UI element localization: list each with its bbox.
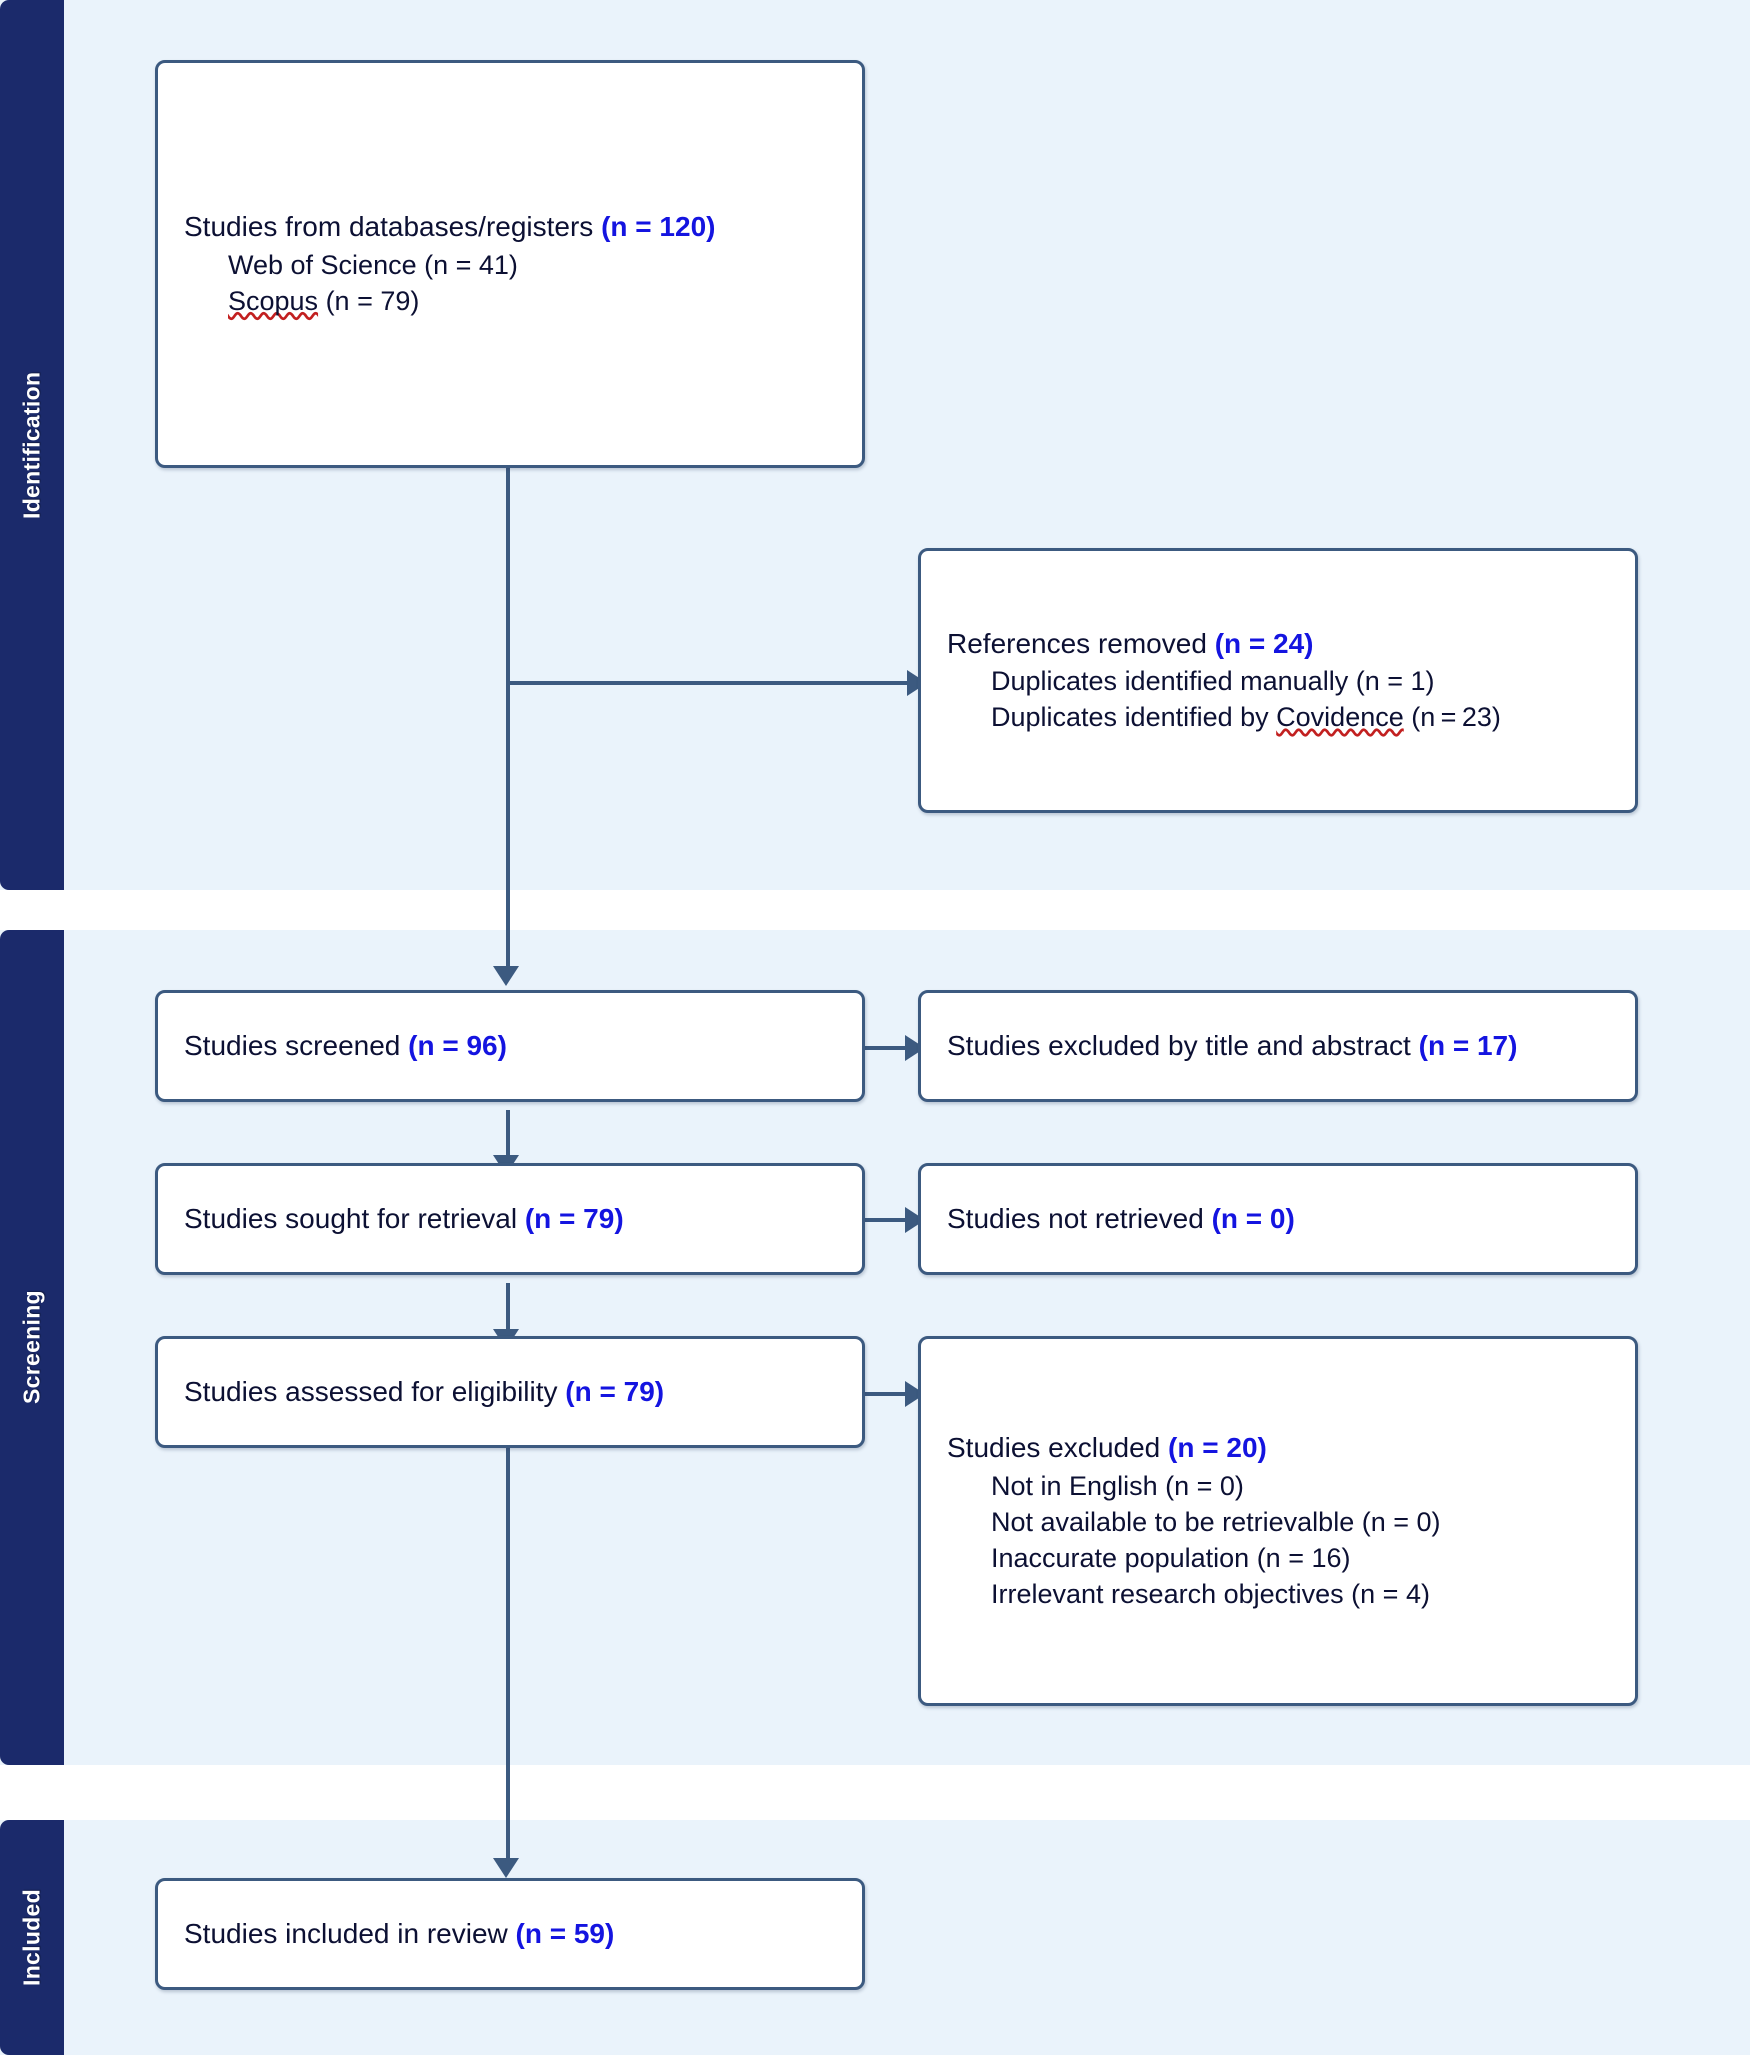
box-included-in-review-title-text: Studies included in review [184, 1918, 516, 1950]
misspelled-word: Scopus [228, 285, 319, 316]
band-screening-tab [0, 930, 64, 1765]
box-sought-for-retrieval-content: Studies sought for retrieval (n = 79) [158, 1200, 862, 1238]
box-included-in-review: Studies included in review (n = 59) [155, 1878, 865, 1990]
box-references-removed-count: (n = 24) [1214, 627, 1314, 659]
list-item: Web of Science (n = 41) [228, 249, 518, 280]
band-included-tab [0, 1820, 64, 2055]
box-excluded-title-abstract-count: (n = 17) [1418, 1030, 1518, 1062]
band-identification-tab [0, 0, 64, 890]
box-sought-for-retrieval-title: Studies sought for retrieval (n = 79) [184, 1200, 836, 1238]
box-excluded-title-abstract-title-text: Studies excluded by title and abstract [947, 1030, 1419, 1062]
box-studies-excluded: Studies excluded (n = 20) Not in English… [918, 1336, 1638, 1706]
box-included-in-review-count: (n = 59) [515, 1918, 615, 1950]
box-studies-screened-count: (n = 96) [408, 1030, 507, 1062]
box-not-retrieved-count: (n = 0) [1211, 1203, 1295, 1235]
box-sought-for-retrieval-title-text: Studies sought for retrieval [184, 1203, 525, 1235]
box-not-retrieved-content: Studies not retrieved (n = 0) [921, 1200, 1635, 1238]
box-studies-screened-title-text: Studies screened [184, 1030, 409, 1062]
box-studies-excluded-title-text: Studies excluded [947, 1432, 1169, 1464]
box-databases-registers-title-text: Studies from databases/registers [184, 211, 602, 243]
box-databases-registers-title: Studies from databases/registers (n = 12… [184, 208, 836, 246]
arrow-down-to-screened [493, 966, 519, 986]
box-included-in-review-content: Studies included in review (n = 59) [158, 1915, 862, 1953]
box-sought-for-retrieval-count: (n = 79) [524, 1203, 624, 1235]
box-references-removed-sublist: Duplicates identified manually (n = 1) D… [947, 664, 1609, 736]
box-sought-for-retrieval: Studies sought for retrieval (n = 79) [155, 1163, 865, 1275]
connector-trunk-identification [506, 468, 510, 976]
box-assessed-for-eligibility-content: Studies assessed for eligibility (n = 79… [158, 1373, 862, 1411]
box-studies-excluded-sublist: Not in English (n = 0) Not available to … [947, 1469, 1609, 1613]
box-studies-excluded-content: Studies excluded (n = 20) Not in English… [921, 1429, 1635, 1612]
box-not-retrieved: Studies not retrieved (n = 0) [918, 1163, 1638, 1275]
band-identification-label: Identification [18, 371, 45, 519]
box-not-retrieved-title-text: Studies not retrieved [947, 1203, 1212, 1235]
connector-to-references-removed [506, 681, 912, 685]
box-excluded-title-abstract: Studies excluded by title and abstract (… [918, 990, 1638, 1102]
box-excluded-title-abstract-title: Studies excluded by title and abstract (… [947, 1027, 1609, 1065]
box-assessed-for-eligibility-title: Studies assessed for eligibility (n = 79… [184, 1373, 836, 1411]
box-databases-registers-content: Studies from databases/registers (n = 12… [158, 208, 862, 319]
list-item: Inaccurate population (n = 16) [991, 1542, 1351, 1573]
box-databases-registers: Studies from databases/registers (n = 12… [155, 60, 865, 468]
list-item: Scopus (n = 79) [228, 285, 420, 316]
band-screening-label: Screening [18, 1290, 45, 1405]
connector-assessed-to-included [506, 1448, 510, 1868]
list-item: Duplicates identified by Covidence (n = … [991, 702, 1501, 733]
connector-sought-to-assessed [506, 1283, 510, 1339]
box-studies-screened-title: Studies screened (n = 96) [184, 1027, 836, 1065]
box-excluded-title-abstract-content: Studies excluded by title and abstract (… [921, 1027, 1635, 1065]
box-databases-registers-sublist: Web of Science (n = 41) Scopus (n = 79) [184, 248, 836, 320]
box-studies-excluded-count: (n = 20) [1168, 1432, 1267, 1464]
misspelled-word: Covidence [1276, 702, 1404, 733]
box-included-in-review-title: Studies included in review (n = 59) [184, 1915, 836, 1953]
connector-screened-to-sought [506, 1110, 510, 1165]
box-databases-registers-count: (n = 120) [601, 211, 716, 243]
connector-screened-to-excluded-title [862, 1046, 918, 1050]
arrow-down-to-included [493, 1858, 519, 1878]
box-studies-excluded-title: Studies excluded (n = 20) [947, 1429, 1609, 1467]
list-item: Irrelevant research objectives (n = 4) [991, 1578, 1430, 1609]
box-assessed-for-eligibility-title-text: Studies assessed for eligibility [184, 1376, 566, 1408]
box-assessed-for-eligibility: Studies assessed for eligibility (n = 79… [155, 1336, 865, 1448]
box-references-removed-content: References removed (n = 24) Duplicates i… [921, 625, 1635, 736]
list-item: Duplicates identified manually (n = 1) [991, 666, 1435, 697]
box-assessed-for-eligibility-count: (n = 79) [565, 1376, 665, 1408]
box-studies-screened-content: Studies screened (n = 96) [158, 1027, 862, 1065]
box-references-removed: References removed (n = 24) Duplicates i… [918, 548, 1638, 813]
list-item: Not in English (n = 0) [991, 1470, 1244, 1501]
connector-assessed-to-studies-excluded [862, 1392, 918, 1396]
band-included-label: Included [18, 1889, 45, 1986]
list-item: Not available to be retrievalble (n = 0) [991, 1506, 1441, 1537]
connector-sought-to-not-retrieved [862, 1218, 918, 1222]
box-not-retrieved-title: Studies not retrieved (n = 0) [947, 1200, 1609, 1238]
box-references-removed-title: References removed (n = 24) [947, 625, 1609, 663]
box-studies-screened: Studies screened (n = 96) [155, 990, 865, 1102]
box-references-removed-title-text: References removed [947, 627, 1215, 659]
